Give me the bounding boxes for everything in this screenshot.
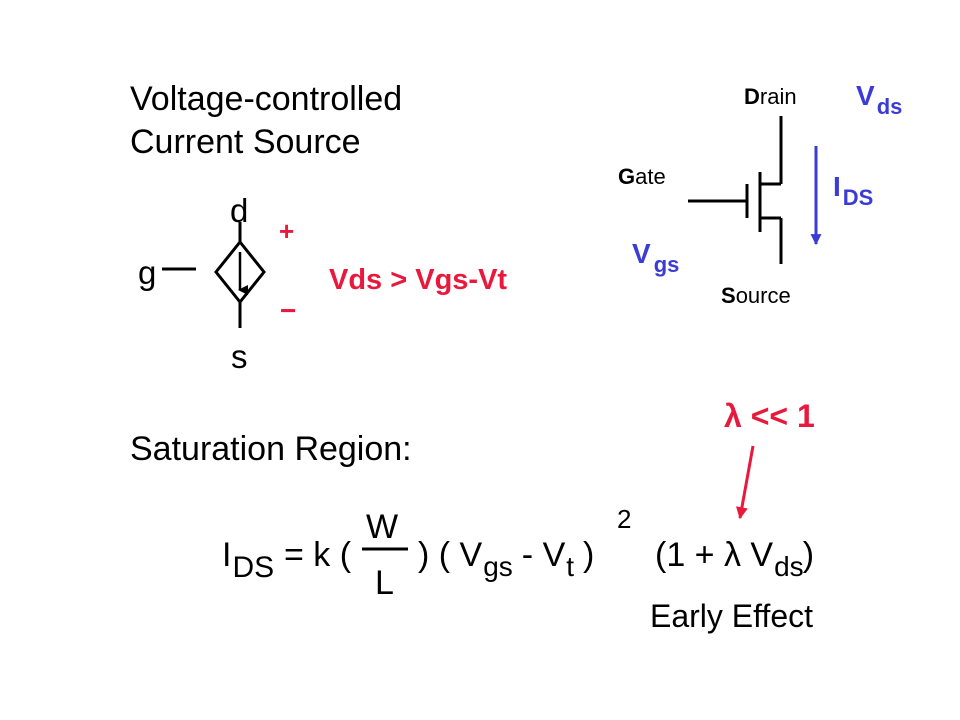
vccs-title-line1: Voltage-controlled [130,80,403,118]
equation-minus: - V [521,536,566,574]
saturation-heading: Saturation Region: [130,430,412,468]
vccs-plus-sign: + [279,216,295,246]
equation-mid: ) ( V [418,536,483,574]
vccs-title-line2: Current Source [130,123,361,161]
drain-label-rest: rain [759,84,797,109]
vccs-source-label: s [231,338,248,375]
source-label-initial: S [721,283,736,308]
mosfet-symbol [688,116,783,264]
vds-label-sub: ds [876,94,903,119]
ids-label-main: I [833,171,841,202]
vccs-gate-label: g [138,254,157,291]
vccs-minus-sign: − [280,295,297,326]
lambda-pointer-arrow [736,445,755,520]
mosfet-gate-label: Gate [618,166,666,188]
early-effect-label: Early Effect [650,598,814,634]
exponent: 2 [617,504,632,534]
equation-end: ) [802,536,815,574]
lambda-note: λ << 1 [724,398,815,434]
equation-early-term: (1 + λ Vds) [655,536,815,581]
mosfet-drain-label: Drain [744,86,797,108]
vccs-symbol [162,222,266,328]
equation-ids-main: I [222,536,232,574]
equation-vds-sub: ds [774,551,804,582]
vds-label: Vds [856,80,902,118]
vccs-drain-label: d [230,192,249,229]
ids-label-sub: DS [842,185,874,210]
equation-early: (1 + λ V [655,536,774,574]
gate-label-initial: G [618,164,636,189]
source-label-rest: ource [735,283,791,308]
ids-label: IDS [833,171,873,209]
fraction-denominator: L [375,564,394,602]
saturation-condition: Vds > Vgs-Vt [329,264,508,296]
equation-vgs-sub: gs [483,551,513,582]
mosfet-source-label: Source [721,285,791,307]
vgs-label-main: V [632,238,651,269]
vgs-label-sub: gs [653,252,680,277]
equation-vgs-vt: ) ( Vgs - Vt) [418,536,595,581]
drain-label-initial: D [744,84,760,109]
equation-ids-sub: DS [232,551,275,584]
gate-label-rest: ate [635,164,666,189]
equation-close: ) [583,536,595,574]
equation-k: = k ( [284,536,352,574]
equation-vt-sub: t [566,551,575,582]
fraction-numerator: W [366,508,399,546]
equation-ids: IDS [222,536,274,583]
vds-label-main: V [856,80,875,111]
